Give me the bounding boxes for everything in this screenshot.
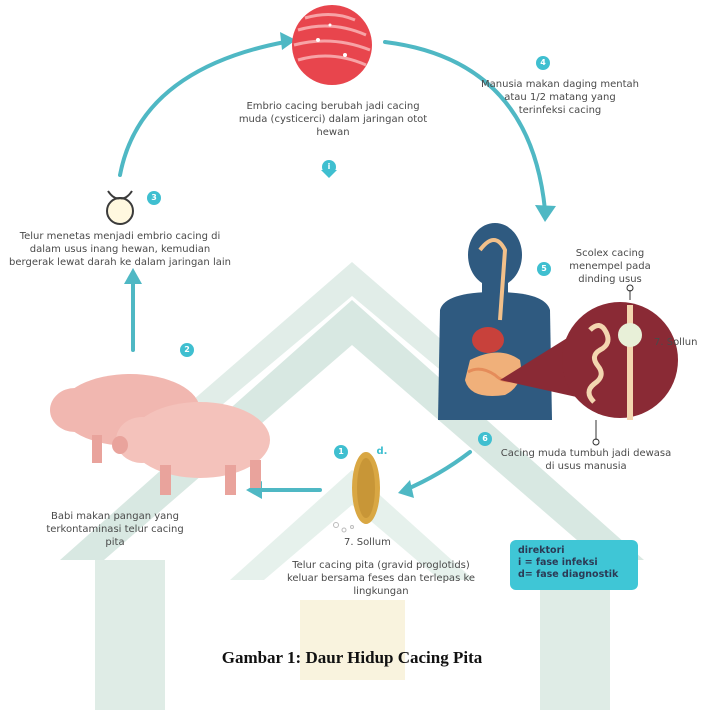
step3-text: Telur menetas menjadi embrio cacing di d… xyxy=(6,230,234,269)
step-i-badge: i xyxy=(322,160,336,174)
watermark-logo xyxy=(60,262,644,710)
step3-badge: 3 xyxy=(147,191,161,205)
solium-label-right: 7. Sollun xyxy=(654,336,704,349)
egg-text: Telur cacing pita (gravid proglotids) ke… xyxy=(283,559,479,598)
embryo-icon xyxy=(107,191,133,224)
step-d-label: d. xyxy=(372,445,392,458)
step1-badge: 1 xyxy=(334,445,348,459)
step1-embryo-text: Embrio cacing berubah jadi cacing muda (… xyxy=(238,100,428,139)
pig-text: Babi makan pangan yang terkontaminasi te… xyxy=(40,510,190,549)
step2-badge: 2 xyxy=(180,343,194,357)
legend-infection: i = fase infeksi xyxy=(518,557,630,569)
arrow-6-to-egg xyxy=(405,452,470,490)
step4-text: Manusia makan daging mentah atau 1/2 mat… xyxy=(480,78,640,117)
legend-diagnostic: d= fase diagnostik xyxy=(518,569,630,581)
legend-title: direktori xyxy=(518,545,630,557)
step5-badge: 5 xyxy=(537,262,551,276)
legend-box: direktori i = fase infeksi d= fase diagn… xyxy=(510,540,638,590)
step5-text: Scolex cacing menempel pada dinding usus xyxy=(560,247,660,286)
step6-badge: 6 xyxy=(478,432,492,446)
figure-caption: Gambar 1: Daur Hidup Cacing Pita xyxy=(0,648,704,668)
step6-text: Cacing muda tumbuh jadi dewasa di usus m… xyxy=(496,447,676,473)
muscle-tissue-icon xyxy=(292,5,372,85)
solium-label-bottom: 7. Sollum xyxy=(344,536,424,549)
step4-badge: 4 xyxy=(536,56,550,70)
human-body-icon xyxy=(438,223,552,420)
